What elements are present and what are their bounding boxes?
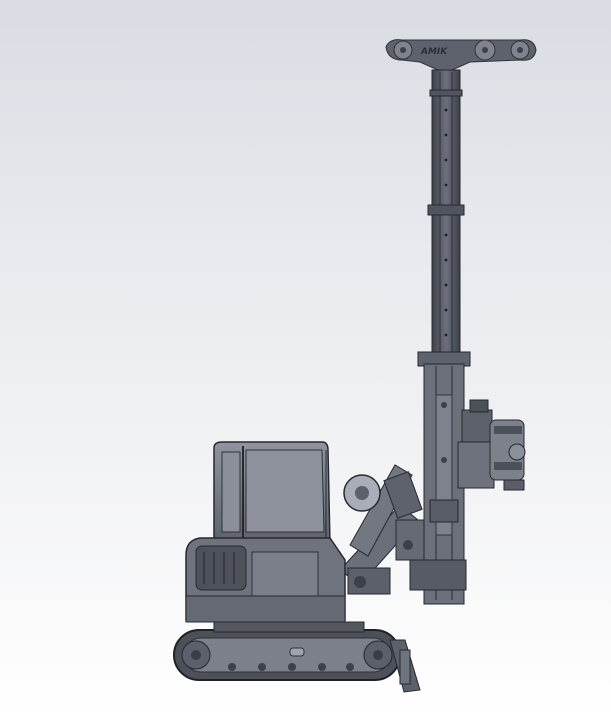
crawler-undercarriage: [173, 621, 401, 681]
mast-column: [427, 69, 465, 361]
boom-linkage: [339, 464, 425, 595]
dozer-blade: [389, 639, 421, 693]
mast-lower-section: [409, 351, 471, 605]
mast-logo-text: AMIK: [420, 47, 448, 57]
mast-head: AMIK: [385, 39, 537, 71]
operator-cab: [213, 441, 331, 546]
engine-body: [185, 537, 346, 623]
rotary-drill-head: [457, 399, 526, 491]
